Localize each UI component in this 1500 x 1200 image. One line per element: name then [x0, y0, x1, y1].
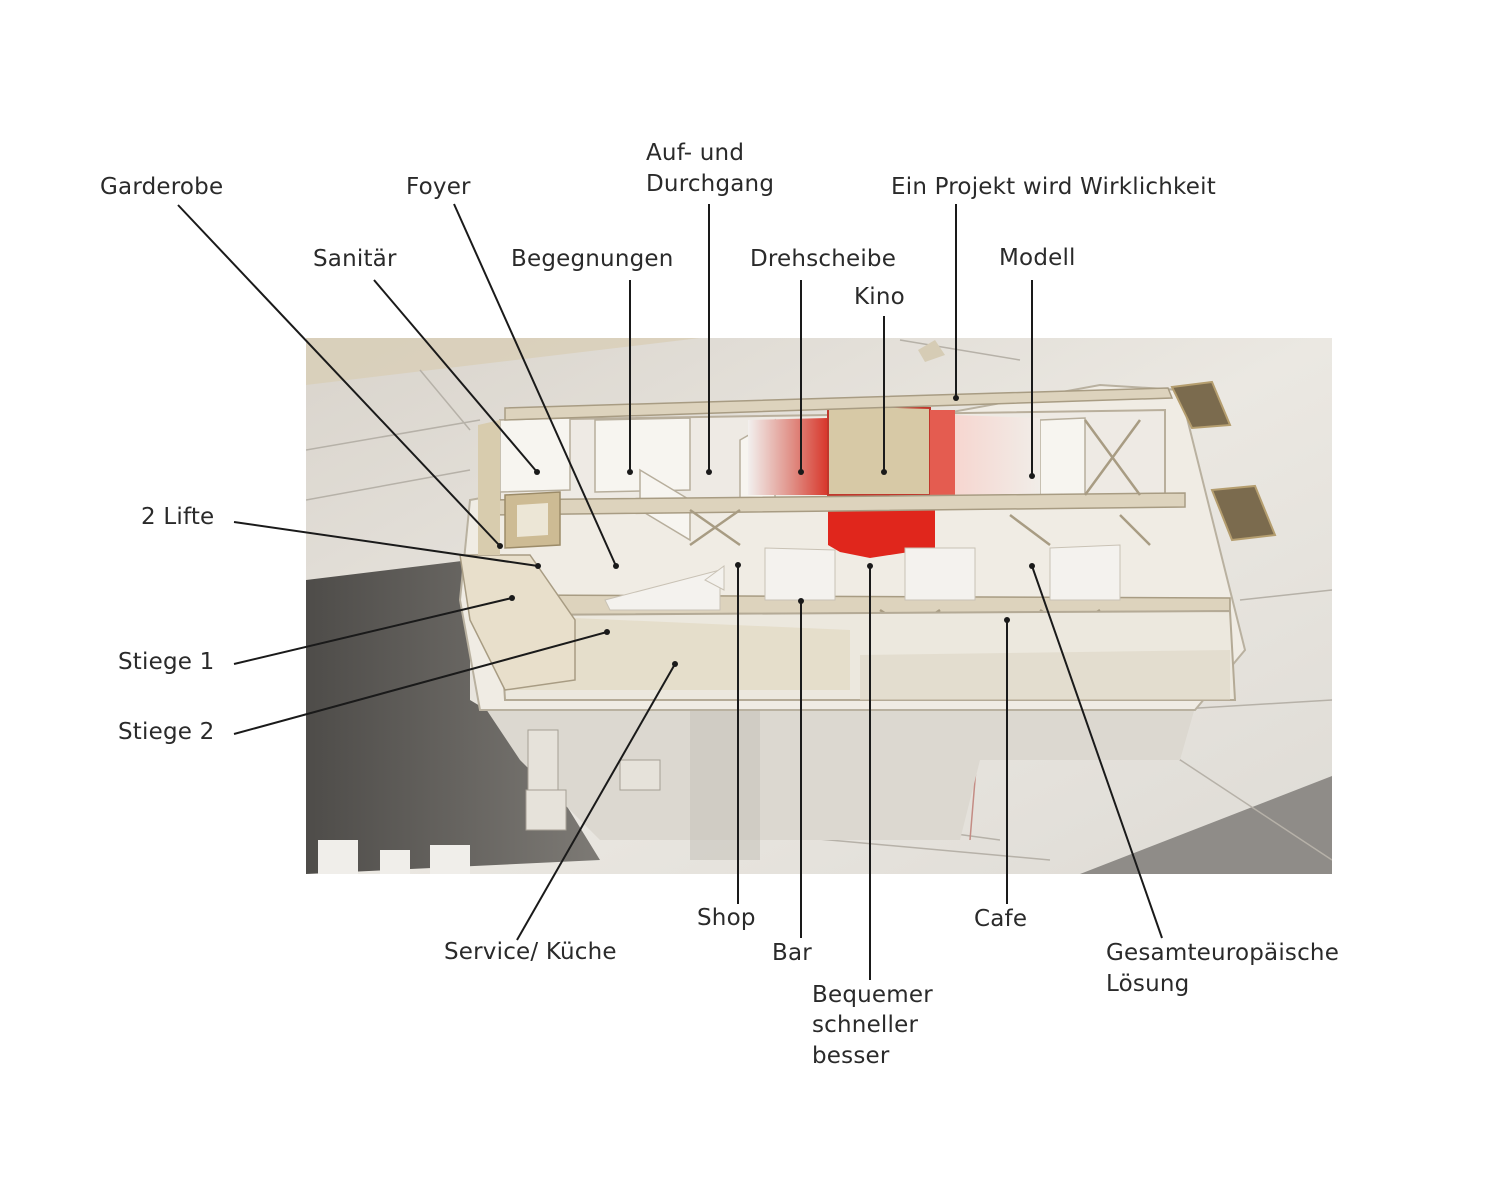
- leader-gesamteuropaeisch: [1031, 565, 1163, 939]
- leader-sanitaer: [373, 279, 538, 473]
- label-service-kueche: Service/ Küche: [444, 939, 617, 965]
- leader-garderobe: [177, 204, 501, 547]
- opening-2: [1210, 484, 1277, 542]
- leader-service-kueche: [516, 663, 676, 941]
- leader-dot: [535, 563, 541, 569]
- leader-dot: [735, 562, 741, 568]
- label-drehscheibe: Drehscheibe: [750, 246, 897, 272]
- label-stiege-2: Stiege 2: [118, 719, 215, 745]
- leader-stiege-1: [233, 597, 513, 665]
- label-bequemer: Bequemer: [812, 982, 933, 1008]
- label-foyer: Foyer: [406, 174, 471, 200]
- leader-dot: [497, 543, 503, 549]
- leader-dot: [867, 563, 873, 569]
- model-dark-board: [1080, 776, 1332, 874]
- opening-1: [1170, 380, 1232, 430]
- structure-shadow: [690, 700, 760, 860]
- label-sanitaer: Sanitär: [313, 246, 397, 272]
- model-board-strip: [306, 338, 700, 385]
- label-shop: Shop: [697, 905, 756, 931]
- glass-edge: [860, 650, 1230, 700]
- leader-dot: [509, 595, 515, 601]
- leader-dot: [627, 469, 633, 475]
- leader-dot: [613, 563, 619, 569]
- leader-dot: [706, 469, 712, 475]
- leader-foyer: [453, 203, 617, 567]
- label-modell: Modell: [999, 245, 1076, 271]
- leader-dot: [1029, 563, 1035, 569]
- label-durchgang: Durchgang: [646, 171, 775, 197]
- leader-stiege-2: [233, 631, 608, 735]
- leader-dot: [953, 395, 959, 401]
- leader-dot: [672, 661, 678, 667]
- label-besser: besser: [812, 1043, 890, 1069]
- label-ein-projekt: Ein Projekt wird Wirklichkeit: [891, 174, 1216, 200]
- label-bar: Bar: [772, 940, 812, 966]
- label-loesung: Lösung: [1106, 971, 1190, 997]
- label-stiege-1: Stiege 1: [118, 649, 215, 675]
- modell-glow: [955, 415, 1040, 500]
- central-red-block: [828, 505, 935, 558]
- label-auf-und: Auf- und: [646, 140, 745, 166]
- label-schneller: schneller: [812, 1012, 919, 1038]
- white-panels: [604, 544, 1121, 611]
- label-gesamteuropaeische: Gesamteuropäische: [1106, 940, 1340, 966]
- leader-dot: [1004, 617, 1010, 623]
- kino-red-wall: [930, 410, 955, 495]
- label-garderobe: Garderobe: [100, 174, 224, 200]
- label-begegnungen: Begegnungen: [511, 246, 674, 272]
- building-underside: [480, 690, 1200, 840]
- leader-dot: [534, 469, 540, 475]
- leader-dot: [798, 598, 804, 604]
- leader-2-lifte: [233, 521, 539, 567]
- lower-long-bar: [505, 615, 850, 690]
- label-2-lifte: 2 Lifte: [141, 504, 215, 530]
- label-kino: Kino: [854, 284, 905, 310]
- leader-dot: [1029, 473, 1035, 479]
- label-cafe: Cafe: [974, 906, 1028, 932]
- leader-dot: [881, 469, 887, 475]
- stair-tower: [459, 554, 576, 691]
- leader-dot: [604, 629, 610, 635]
- small-model-piece: [918, 340, 945, 362]
- elevator-cutout: [517, 503, 548, 537]
- left-wall: [478, 420, 500, 555]
- drehscheibe-red-room: [748, 418, 828, 495]
- leader-dot: [798, 469, 804, 475]
- stair-blocks: [525, 729, 661, 831]
- model-shadow-steps: [318, 840, 470, 874]
